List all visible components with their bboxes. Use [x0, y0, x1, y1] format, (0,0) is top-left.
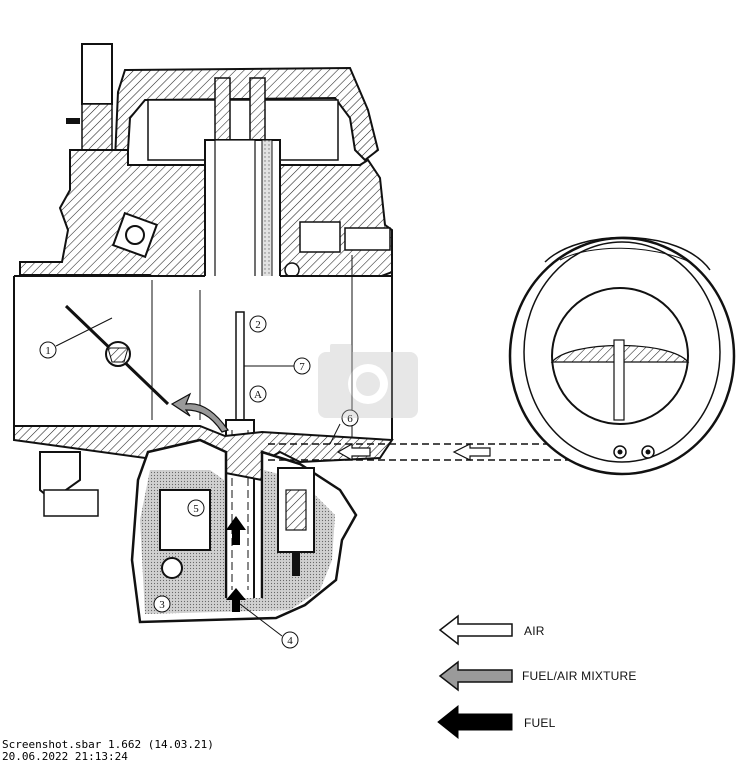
- screenshot-stamp-line2: 20.06.2022 21:13:24: [2, 750, 128, 763]
- legend-fuel: FUEL: [437, 704, 556, 740]
- callout-a: A: [254, 389, 262, 401]
- callout-6: 6: [347, 413, 353, 425]
- mixture-arrow-icon: [438, 660, 513, 692]
- screenshot-stamp-line1: Screenshot.sbar 1.662 (14.03.21): [2, 738, 214, 751]
- legend-fuel-label: FUEL: [524, 716, 556, 730]
- callout-7: 7: [299, 361, 305, 373]
- callout-3: 3: [159, 599, 165, 611]
- callout-2: 2: [255, 319, 261, 331]
- intake-end-view: [508, 236, 736, 476]
- fuel-flow-arrows: [226, 516, 246, 612]
- fuel-arrow-icon: [437, 704, 513, 740]
- legend-mixture: FUEL/AIR MIXTURE: [438, 660, 637, 692]
- legend: AIR FUEL/AIR MIXTURE FUEL: [437, 614, 637, 740]
- air-arrow-icon: [438, 614, 513, 646]
- top-cap: [113, 66, 380, 163]
- venturi-bore: [13, 230, 393, 440]
- legend-mixture-label: FUEL/AIR MIXTURE: [522, 669, 637, 683]
- camera-watermark-icon: [318, 344, 418, 418]
- callout-1: 1: [45, 345, 51, 357]
- legend-air: AIR: [438, 614, 545, 646]
- callouts: 1 2 3 4 5 6 7 A: [39, 315, 359, 649]
- vent-tube: [66, 43, 113, 155]
- legend-air-label: AIR: [524, 624, 545, 638]
- callout-4: 4: [287, 635, 293, 647]
- callout-5: 5: [193, 503, 199, 515]
- mixture-flow-arrow: [170, 392, 229, 433]
- throttle-butterfly: [64, 304, 170, 406]
